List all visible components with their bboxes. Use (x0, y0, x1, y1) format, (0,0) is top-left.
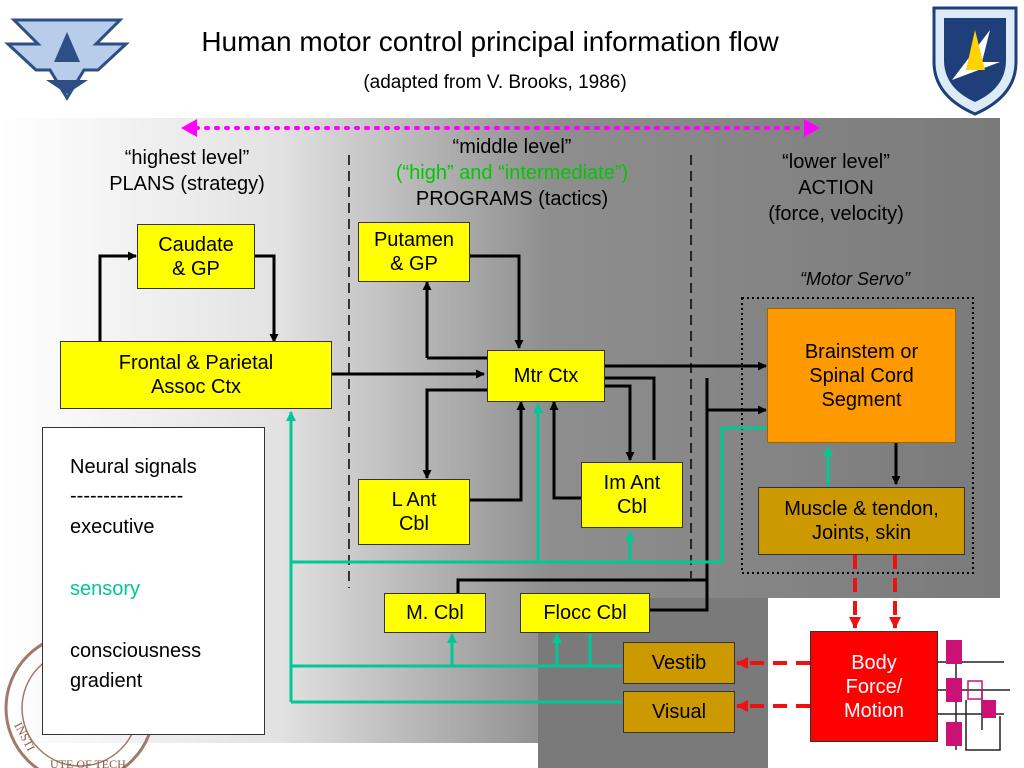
brainstem-line-1: Brainstem or (804, 340, 919, 363)
im-ant-cbl-box: Im Ant Cbl (581, 462, 683, 528)
vestib-box: Vestib (623, 642, 735, 684)
brainstem-line-2: Spinal Cord (809, 364, 914, 387)
page-subtitle: (adapted from V. Brooks, 1986) (363, 72, 627, 93)
highest-level-line-1: “highest level” (124, 147, 250, 169)
legend-gradient-label: gradient (70, 670, 143, 692)
putamen-gp-line-1: Putamen (373, 229, 455, 251)
brainstem-line-3: Segment (821, 388, 902, 411)
muscle-line-2: Joints, skin (812, 522, 911, 544)
legend-box: Neural signals ----------------- executi… (42, 427, 265, 735)
mtr-ctx-box: Mtr Ctx (487, 350, 605, 402)
l-ant-cbl-box: L Ant Cbl (358, 479, 470, 545)
im-ant-cbl-line-1: Im Ant (603, 472, 661, 494)
m-cbl-box: M. Cbl (384, 593, 486, 633)
highest-level-label: “highest level” PLANS (strategy) (82, 145, 292, 197)
l-ant-cbl-line-2: Cbl (398, 513, 429, 535)
putamen-gp-box: Putamen & GP (358, 222, 470, 282)
legend-divider: ----------------- (70, 485, 184, 507)
page-title: Human motor control principal informatio… (201, 26, 779, 57)
muscle-line-1: Muscle & tendon, (784, 498, 939, 520)
afrl-shield-logo (932, 6, 1018, 116)
muscle-tendon-box: Muscle & tendon, Joints, skin (758, 487, 965, 555)
middle-level-label: “middle level” (“high” and “intermediate… (352, 134, 672, 212)
flocc-cbl-box: Flocc Cbl (520, 593, 650, 633)
circuit-schematic-icon (938, 640, 1010, 751)
lower-level-line-3: (force, velocity) (768, 203, 904, 225)
lower-level-label: “lower level” ACTION (force, velocity) (730, 149, 942, 227)
caudate-gp-line-2: & GP (172, 257, 220, 280)
im-ant-cbl-line-2: Cbl (616, 496, 647, 518)
highest-level-line-2: PLANS (strategy) (109, 173, 265, 195)
body-line-1: Body (851, 651, 897, 674)
frontal-parietal-line-2: Assoc Ctx (150, 376, 242, 398)
visual-box: Visual (623, 691, 735, 733)
legend-neural-signals: Neural signals (70, 456, 197, 478)
middle-level-line-3: PROGRAMS (tactics) (415, 188, 609, 210)
brainstem-spinal-cord-box: Brainstem or Spinal Cord Segment (767, 308, 956, 443)
frontal-parietal-box: Frontal & Parietal Assoc Ctx (60, 341, 332, 409)
caudate-gp-line-1: Caudate (158, 233, 234, 256)
body-force-motion-box: Body Force/ Motion (810, 631, 938, 742)
air-force-wings-logo (0, 0, 134, 110)
legend-sensory-label: sensory (70, 578, 141, 600)
svg-text:UTE OF TECH: UTE OF TECH (50, 757, 126, 768)
putamen-gp-line-2: & GP (390, 253, 438, 275)
middle-level-line-2: (“high” and “intermediate”) (395, 162, 629, 184)
caudate-gp-box: Caudate & GP (137, 224, 255, 289)
lower-level-line-2: ACTION (798, 177, 874, 199)
middle-level-line-1: “middle level” (452, 136, 572, 158)
body-line-3: Motion (843, 699, 905, 722)
motor-servo-label: “Motor Servo” (799, 269, 911, 289)
legend-executive-label: executive (70, 516, 155, 538)
frontal-parietal-line-1: Frontal & Parietal (118, 352, 274, 374)
l-ant-cbl-line-1: L Ant (391, 489, 437, 511)
legend-consciousness-label: consciousness (70, 640, 202, 662)
lower-level-line-1: “lower level” (782, 151, 890, 173)
body-line-2: Force/ (845, 675, 903, 698)
